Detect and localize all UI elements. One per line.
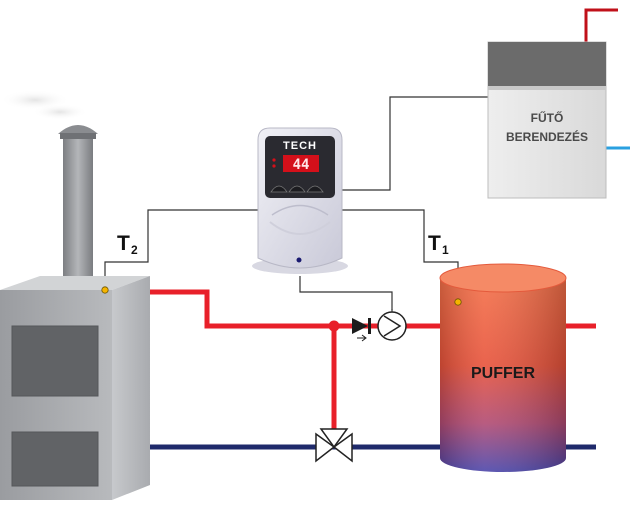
boiler-door-upper [11,325,99,397]
heater-label-line1: FŰTŐ [531,110,564,125]
controller-brand: TECH [283,140,317,152]
svg-text:1: 1 [442,243,449,257]
wire-t2 [104,209,258,288]
sensor-t1-label: T 1 [428,232,449,257]
controller-button-2 [288,185,306,193]
controller-led [296,257,302,263]
pump [377,309,407,341]
boiler-door-lower [11,431,99,487]
controller-button-1 [270,185,288,193]
pipe-junction [328,320,340,332]
three-way-valve [315,428,353,463]
svg-text:2: 2 [131,243,138,257]
controller-display-value: 44 [293,157,310,173]
svg-text:T: T [117,232,130,255]
heater-label-line2: BERENDEZÉS [506,129,588,144]
tech-controller: TECH 44 [252,127,348,274]
boiler [0,125,150,500]
sensor-t2-dot [101,286,109,294]
check-valve [352,318,371,342]
controller-display [283,155,319,172]
controller-button-3 [306,185,324,193]
chimney [63,138,93,290]
control-wires [104,96,488,310]
heating-unit: FŰTŐ BERENDEZÉS [487,8,630,199]
heater-supply-pipe [584,8,618,55]
puffer-tank: PUFFER [439,263,567,472]
sensor-t1-dot [454,298,462,306]
sensor-t2-label: T 2 [117,232,138,257]
puffer-label: PUFFER [471,365,535,382]
wire-heater [334,96,488,191]
wire-pump [299,276,393,310]
svg-text:T: T [428,232,441,255]
boiler-supply-pipe [150,289,442,329]
chimney-cap [58,125,98,134]
hot-pipes [150,289,596,430]
smoke [0,90,88,120]
